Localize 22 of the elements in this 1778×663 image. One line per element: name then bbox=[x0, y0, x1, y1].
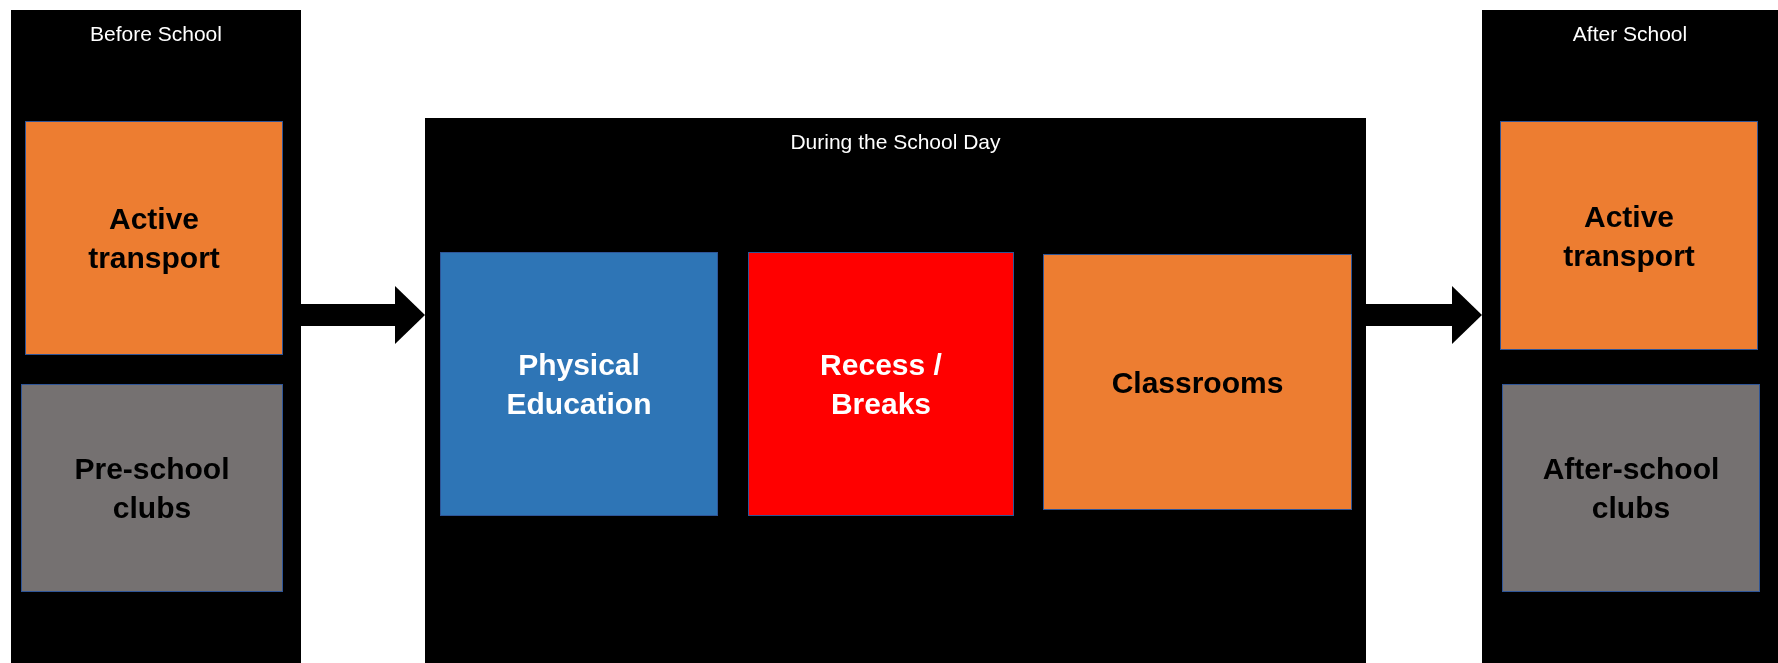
panel-heading: Before School bbox=[90, 21, 222, 47]
activity-label: After-school clubs bbox=[1541, 451, 1721, 526]
activity-box bbox=[1043, 254, 1352, 510]
activity-label: Physical Education bbox=[505, 347, 653, 422]
activity-label: Pre-school clubs bbox=[73, 451, 231, 526]
panel-heading: After School bbox=[1572, 21, 1688, 47]
activity-box bbox=[748, 252, 1014, 516]
activity-box bbox=[1500, 121, 1758, 350]
time-period-panel bbox=[425, 118, 1366, 663]
activity-box bbox=[25, 121, 283, 355]
activity-box bbox=[21, 384, 283, 592]
block-arrow bbox=[301, 286, 425, 344]
activity-label: Classrooms bbox=[1111, 364, 1284, 401]
activity-box bbox=[440, 252, 718, 516]
time-period-panel bbox=[1482, 10, 1778, 663]
activity-box bbox=[1502, 384, 1760, 592]
activity-label: Active transport bbox=[87, 201, 221, 276]
activity-label: Recess / Breaks bbox=[819, 347, 943, 422]
panel-heading: During the School Day bbox=[790, 129, 1001, 155]
activity-label: Active transport bbox=[1562, 198, 1696, 274]
block-arrow bbox=[1366, 286, 1482, 344]
time-period-panel bbox=[11, 10, 301, 663]
